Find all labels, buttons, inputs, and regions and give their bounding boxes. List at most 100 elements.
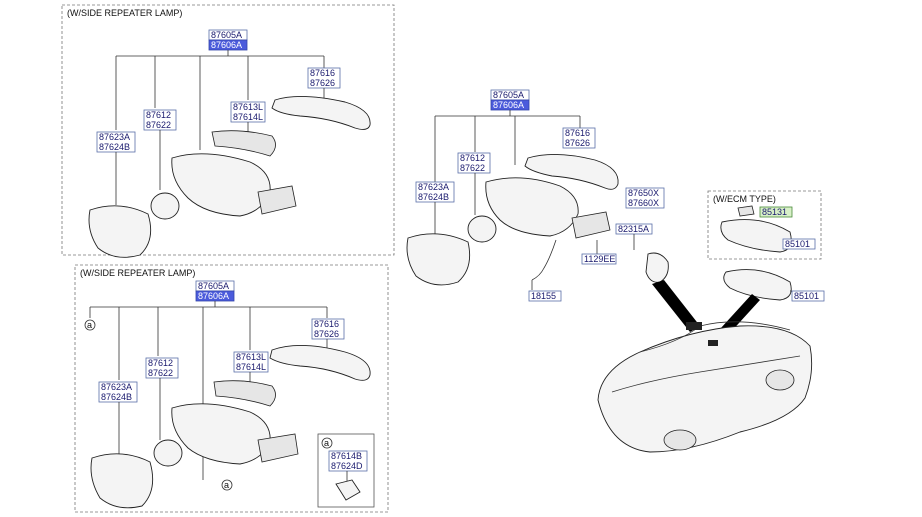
mirror-housing-bottom <box>171 403 271 465</box>
leader-lines-bottom-lower <box>118 339 328 455</box>
label-87612-top: 87612 <box>146 110 171 120</box>
label-82315A: 82315A <box>618 224 649 234</box>
label-87613L-bottom: 87613L <box>236 352 266 362</box>
label-87624B-bottom: 87624B <box>101 392 132 402</box>
leader-lines-top <box>115 50 325 150</box>
label-box-87614B[interactable] <box>328 450 368 472</box>
label-87616-top: 87616 <box>310 68 335 78</box>
label-87622-mid: 87622 <box>460 163 485 173</box>
mirror-housing-top <box>171 153 271 217</box>
label-18155: 18155 <box>531 291 556 301</box>
label-87605A-mid: 87605A <box>493 90 524 100</box>
label-87622-bottom: 87622 <box>148 368 173 378</box>
label-87605A-top: 87605A <box>211 30 242 40</box>
label-87606A-bottom: 87606A <box>198 291 229 301</box>
label-87626-mid: 87626 <box>565 138 590 148</box>
ecm-cover-part <box>645 252 669 283</box>
label-87616-bottom: 87616 <box>314 319 339 329</box>
label-87613L-top: 87613L <box>233 102 263 112</box>
label-box-87623A-bottom[interactable] <box>98 381 138 403</box>
label-87623A-top: 87623A <box>99 132 130 142</box>
mirror-cover-bottom <box>269 345 371 381</box>
label-1129EE: 1129EE <box>584 254 615 264</box>
label-box-18155[interactable] <box>528 290 562 302</box>
label-85101: 85101 <box>794 291 819 301</box>
label-box-85131[interactable] <box>759 206 793 218</box>
top-section: (W/SIDE REPEATER LAMP) 87605A 87606A 876… <box>61 4 395 258</box>
label-box-1129EE[interactable] <box>581 253 617 265</box>
label-box-87612-bottom[interactable] <box>145 357 179 379</box>
label-box-87650X[interactable] <box>625 187 665 209</box>
label-box-87616-mid[interactable] <box>562 127 596 149</box>
right-section: (W/ECM TYPE) 85131 85101 85101 <box>597 190 825 453</box>
label-box-85101-ecm[interactable] <box>782 238 816 250</box>
ecm-section-frame <box>707 190 822 260</box>
callout-a-left <box>84 319 96 331</box>
label-87614L-bottom: 87614L <box>236 362 266 372</box>
label-87606A-mid: 87606A <box>493 100 524 110</box>
label-box-87612-mid[interactable] <box>457 152 491 174</box>
middle-section: 87605A 87606A 87616 87626 87612 87622 87… <box>406 89 669 302</box>
top-section-frame <box>61 4 395 256</box>
label-87614B: 87614B <box>331 451 362 461</box>
label-87612-mid: 87612 <box>460 153 485 163</box>
bottom-section-frame <box>74 264 389 513</box>
repeater-lamp-bottom <box>213 380 276 407</box>
label-87624B-mid: 87624B <box>418 192 449 202</box>
bottom-section: (W/SIDE REPEATER LAMP) 87605A 87606A a 8… <box>74 264 389 513</box>
mirror-glass-top <box>88 205 152 258</box>
mirror-cover-mid <box>524 153 619 190</box>
label-87614L-top: 87614L <box>233 112 263 122</box>
mirror-bracket-top <box>257 185 297 215</box>
leader-lines-mid <box>434 110 581 182</box>
label-87622-top: 87622 <box>146 120 171 130</box>
mirror-glass-bottom <box>90 453 154 509</box>
leader-lines-bottom <box>89 301 328 480</box>
mirror-bracket-bottom <box>257 433 299 463</box>
callout-a-center <box>221 479 233 491</box>
label-87623A-bottom: 87623A <box>101 382 132 392</box>
inset-box <box>317 433 375 508</box>
mirror-housing-mid <box>485 177 579 237</box>
mirror-cover-top <box>271 95 371 130</box>
label-87605A-bottom: 87605A <box>198 281 229 291</box>
mirror-bracket-mid <box>571 211 611 239</box>
label-87650X: 87650X <box>628 188 659 198</box>
mirror-glass-mid <box>406 233 471 286</box>
callout-a-left-text: a <box>87 320 92 330</box>
car-illustration <box>597 321 813 453</box>
ecm-section-title: (W/ECM TYPE) <box>713 194 776 204</box>
label-87660X: 87660X <box>628 198 659 208</box>
label-87624D: 87624D <box>331 461 363 471</box>
repeater-lamp-top <box>211 130 276 157</box>
top-section-title: (W/SIDE REPEATER LAMP) <box>67 8 182 18</box>
actuator-top <box>150 192 180 220</box>
arrow-to-outside-mirror <box>652 280 700 332</box>
leader-lines-mid-lower <box>434 173 476 236</box>
callout-a-inset-text: a <box>324 438 329 448</box>
callout-a-center-text: a <box>224 480 229 490</box>
inside-mirror <box>723 269 792 301</box>
bottom-section-title: (W/SIDE REPEATER LAMP) <box>80 268 195 278</box>
label-87623A-mid: 87623A <box>418 182 449 192</box>
label-87606A-top: 87606A <box>211 40 242 50</box>
actuator-bottom <box>153 439 183 467</box>
callout-a-inset <box>321 437 333 449</box>
label-87626-bottom: 87626 <box>314 329 339 339</box>
label-box-87613L-bottom[interactable] <box>233 351 269 373</box>
label-87624B-top: 87624B <box>99 142 130 152</box>
label-87616-mid: 87616 <box>565 128 590 138</box>
inset-lamp-part <box>335 479 361 501</box>
actuator-mid <box>467 215 497 243</box>
leader-lines-top-lower <box>115 88 325 205</box>
label-box-87616-bottom[interactable] <box>311 318 345 340</box>
wire-harness <box>531 239 557 281</box>
label-87626-top: 87626 <box>310 78 335 88</box>
inside-mirror-ecm <box>720 219 792 253</box>
ecm-clip-part <box>737 205 755 217</box>
label-85101-ecm: 85101 <box>785 239 810 249</box>
label-87612-bottom: 87612 <box>148 358 173 368</box>
label-box-85101[interactable] <box>791 290 825 302</box>
label-85131: 85131 <box>762 207 787 217</box>
